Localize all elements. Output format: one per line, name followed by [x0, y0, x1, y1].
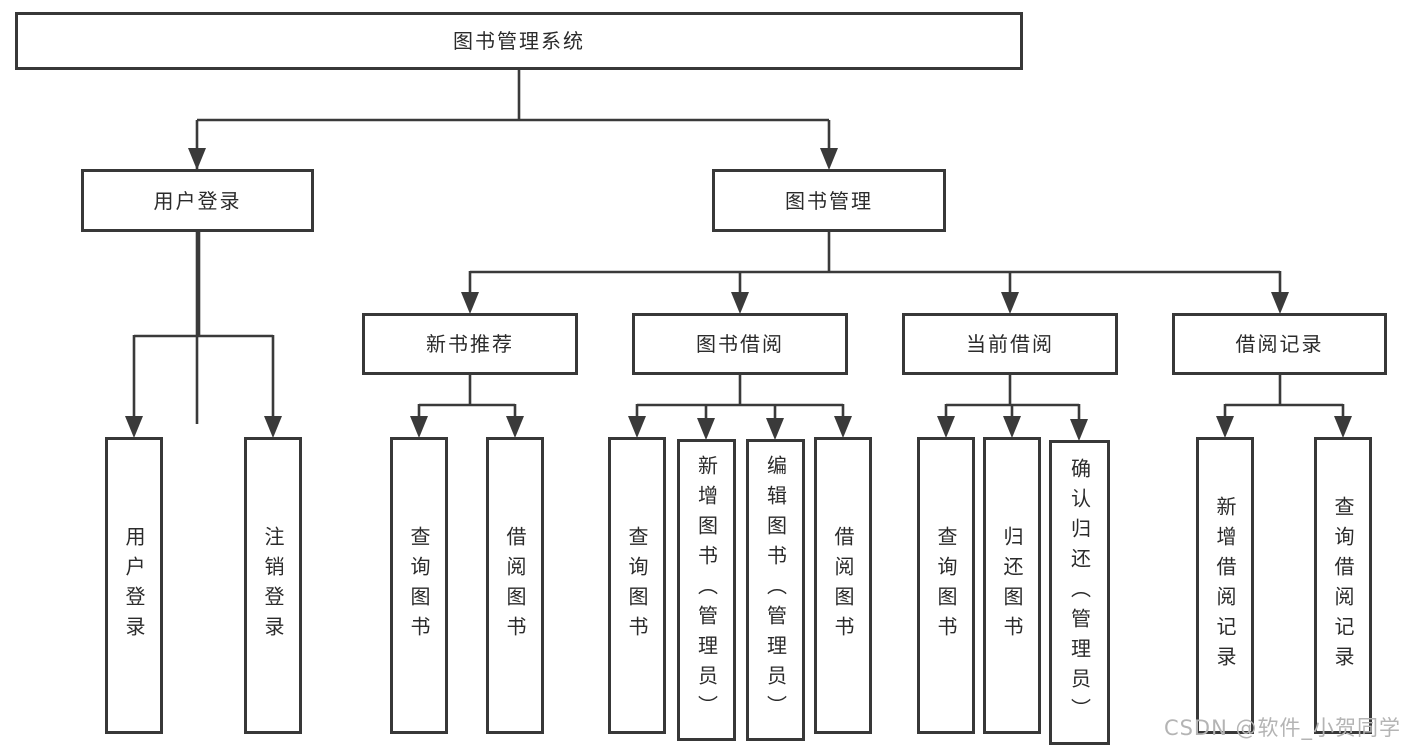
node-leaf-logout: 注销登录	[244, 437, 302, 734]
arrow-down-icon	[820, 148, 838, 170]
node-book-borrow: 图书借阅	[632, 313, 848, 375]
node-book-management: 图书管理	[712, 169, 946, 232]
arrow-down-icon	[731, 292, 749, 314]
node-current-borrow: 当前借阅	[902, 313, 1118, 375]
node-new-book-recommend: 新书推荐	[362, 313, 578, 375]
arrow-down-icon	[125, 416, 143, 438]
node-leaf-query-borrow-record: 查询借阅记录	[1314, 437, 1372, 734]
arrow-down-icon	[1003, 416, 1021, 438]
node-library-management-system: 图书管理系统	[15, 12, 1023, 70]
node-leaf-edit-book-admin: 编辑图书（管理员）	[746, 439, 805, 741]
node-borrow-record: 借阅记录	[1172, 313, 1387, 375]
node-leaf-add-borrow-record: 新增借阅记录	[1196, 437, 1254, 734]
arrow-down-icon	[1001, 292, 1019, 314]
node-leaf-query-book-2: 查询图书	[608, 437, 666, 734]
node-leaf-add-book-admin: 新增图书（管理员）	[677, 439, 736, 741]
node-leaf-borrow-book-1: 借阅图书	[486, 437, 544, 734]
arrow-down-icon	[188, 148, 206, 170]
node-leaf-return-book: 归还图书	[983, 437, 1041, 734]
node-leaf-query-book-1: 查询图书	[390, 437, 448, 734]
arrow-down-icon	[1070, 419, 1088, 441]
node-leaf-confirm-return-admin: 确认归还（管理员）	[1049, 440, 1110, 745]
arrow-down-icon	[410, 416, 428, 438]
arrow-down-icon	[697, 418, 715, 440]
arrow-down-icon	[461, 292, 479, 314]
node-leaf-user-login: 用户登录	[105, 437, 163, 734]
arrow-down-icon	[834, 416, 852, 438]
arrow-down-icon	[1216, 416, 1234, 438]
arrow-down-icon	[766, 418, 784, 440]
arrow-down-icon	[937, 416, 955, 438]
arrow-down-icon	[264, 416, 282, 438]
arrow-down-icon	[506, 416, 524, 438]
node-user-login: 用户登录	[81, 169, 314, 232]
arrow-down-icon	[1271, 292, 1289, 314]
arrow-down-icon	[1334, 416, 1352, 438]
node-leaf-borrow-book-2: 借阅图书	[814, 437, 872, 734]
watermark: CSDN @软件_小贺同学	[1163, 716, 1401, 740]
arrow-down-icon	[628, 416, 646, 438]
node-leaf-query-book-3: 查询图书	[917, 437, 975, 734]
